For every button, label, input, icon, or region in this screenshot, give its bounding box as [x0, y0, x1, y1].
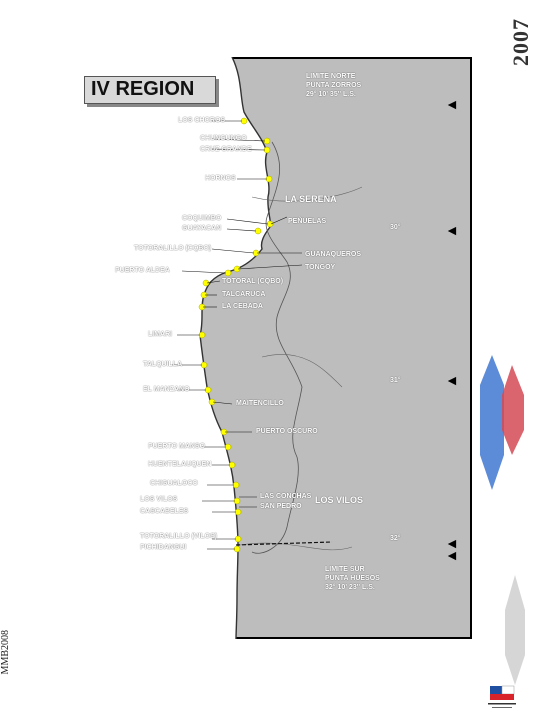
north-limit-line-2: PUNTA ZORROS	[306, 82, 362, 89]
south-limit-note: LIMITE SUR PUNTA HUESOS 32° 10' 23'' L.S…	[325, 565, 380, 592]
place-chigualoco: CHIGUALOCO	[150, 480, 198, 487]
place-limari: LIMARI	[148, 331, 173, 338]
place-hornos: HORNOS	[205, 175, 236, 182]
place-cruz-grande: CRUZ GRANDE	[200, 146, 252, 153]
river-line-3	[239, 542, 353, 551]
latitude-31: 31°	[390, 377, 401, 384]
north-limit-line-1: LIMITE NORTE	[306, 73, 356, 80]
south-border-line	[235, 541, 333, 546]
place-puerto-aldea: PUERTO ALDEA	[115, 267, 170, 274]
place-talquilla: TALQUILLA	[143, 361, 183, 368]
place-los-vilos: LOS VILOS	[140, 496, 178, 503]
south-limit-line-3: 32° 10' 23'' L.S.	[325, 584, 375, 591]
arrow-left-icon: ◄	[445, 222, 459, 238]
place-huentelauquen: HUENTELAUQUEN	[148, 461, 212, 468]
ministry-logo-icon	[488, 685, 516, 708]
arrow-left-icon: ◄	[445, 535, 459, 551]
north-limit-note: LIMITE NORTE PUNTA ZORROS 29° 10' 35'' L…	[306, 72, 361, 99]
arrow-left-icon: ◄	[445, 96, 459, 112]
place-pichidangui: PICHIDANGUI	[140, 544, 187, 551]
place-puerto-oscuro: PUERTO OSCURO	[256, 428, 318, 435]
side-caption: MMB2008	[0, 630, 11, 675]
arrow-left-icon: ◄	[445, 547, 459, 563]
year-label: 2007	[508, 18, 533, 66]
place-guayacan: GUAYACAN	[182, 225, 222, 232]
latitude-32: 32°	[390, 535, 401, 542]
north-limit-line-3: 29° 10' 35'' L.S.	[306, 91, 356, 98]
place-penuelas: PEÑUELAS	[288, 218, 327, 225]
place-puerto-manso: PUERTO MANSO	[148, 443, 206, 450]
place-talcaruca: TALCARUCA	[222, 291, 266, 298]
marker-totoral	[202, 279, 210, 287]
place-chungungo: CHUNGUNGO	[200, 135, 247, 142]
place-el-manzano: EL MANZANO	[143, 386, 190, 393]
south-limit-line-1: LIMITE SUR	[325, 566, 365, 573]
city-los-vilos: LOS VILOS	[315, 495, 364, 505]
place-totoralillo-cqbo: TOTORALILLO (CQBO)	[134, 245, 212, 252]
leader-lines	[172, 120, 303, 550]
river-line	[251, 186, 363, 202]
region-title: IV REGION	[91, 78, 195, 100]
place-maitencillo: MAITENCILLO	[236, 400, 284, 407]
latitude-30: 30°	[390, 224, 401, 231]
place-totoral: TOTORAL (CQBO)	[222, 278, 284, 285]
place-los-choros: LOS CHOROS	[178, 117, 226, 124]
place-coquimbo: COQUIMBO	[182, 215, 222, 222]
region-title-box: IV REGION	[84, 76, 216, 104]
place-las-conchas: LAS CONCHAS	[260, 493, 312, 500]
decorative-crystals	[480, 355, 524, 490]
river-line-2	[261, 354, 343, 388]
ocean-area	[62, 57, 271, 639]
place-totoralillo-vilos: TOTORALILLO (VILOS)	[140, 533, 218, 540]
route-line	[251, 141, 303, 554]
place-guanaqueros: GUANAQUEROS	[305, 251, 362, 258]
place-san-pedro: SAN PEDRO	[260, 503, 302, 510]
place-la-cebada: LA CEBADA	[222, 303, 263, 310]
place-cascabeles: CASCABELES	[140, 508, 189, 515]
decorative-grey-crystal	[505, 575, 525, 685]
south-limit-line-2: PUNTA HUESOS	[325, 575, 380, 582]
arrow-left-icon: ◄	[445, 372, 459, 388]
place-tongoy: TONGOY	[305, 264, 336, 271]
city-la-serena: LA SERENA	[285, 194, 337, 204]
region-map	[62, 57, 363, 639]
